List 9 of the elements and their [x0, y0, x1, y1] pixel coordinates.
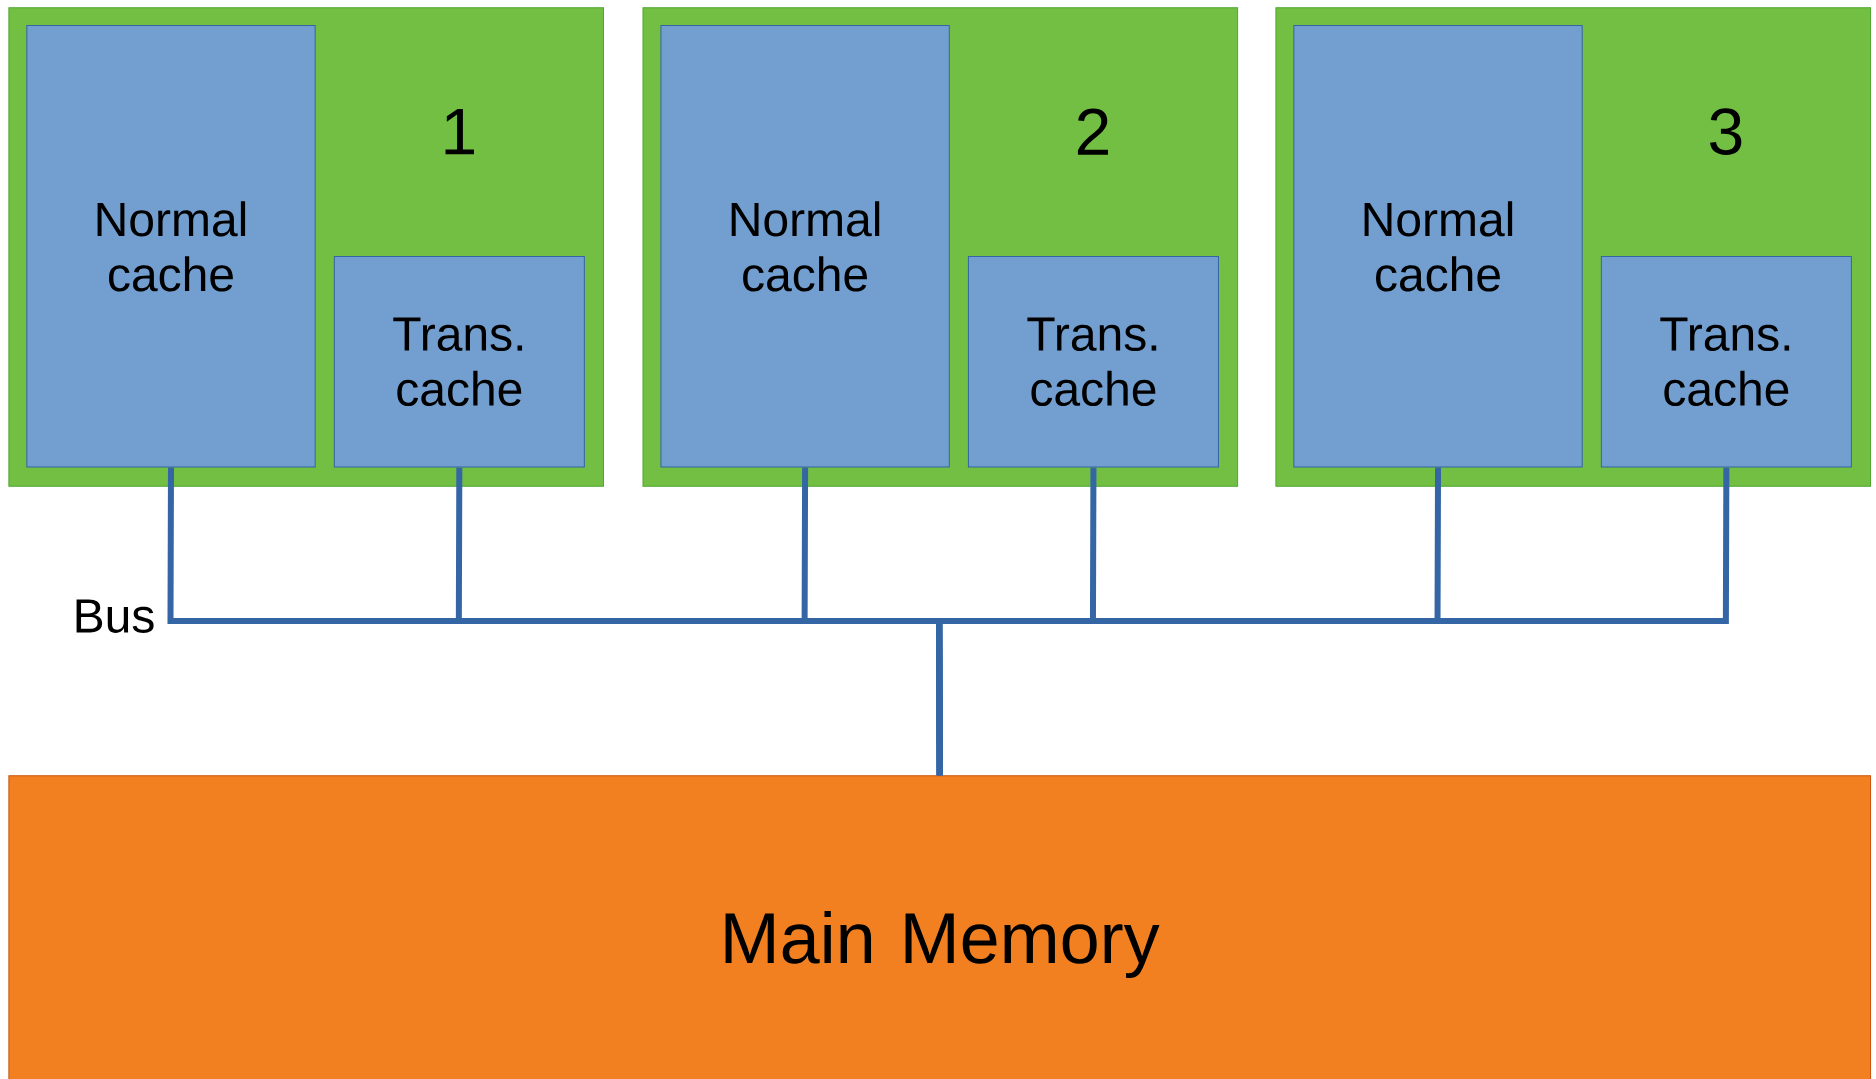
cache-box: Normal cache — [26, 25, 316, 468]
cache-box: Trans. cache — [967, 256, 1219, 468]
cache-box: Trans. cache — [333, 256, 585, 468]
bus-label: Bus — [76, 599, 154, 633]
cache-box: Normal cache — [660, 25, 950, 468]
memory-box: Main Memory — [8, 775, 1872, 1079]
cache-box: Trans. cache — [1600, 256, 1852, 468]
cache-box: Normal cache — [1293, 25, 1583, 468]
bus-line — [936, 467, 1730, 776]
